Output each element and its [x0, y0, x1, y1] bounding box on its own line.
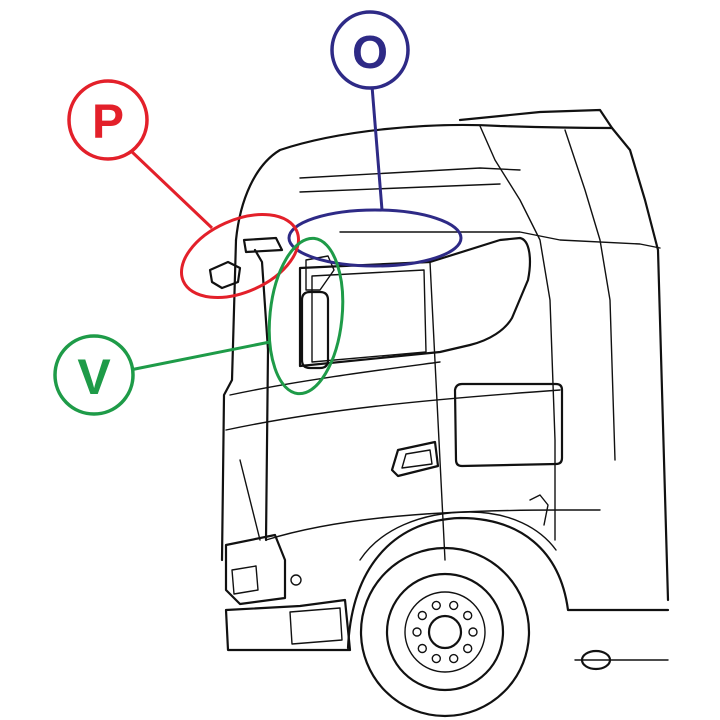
chassis-lamp — [580, 649, 612, 671]
wheel-rim — [385, 572, 505, 692]
front-a-pillar — [220, 238, 238, 562]
headlight — [224, 533, 287, 606]
lug-nut — [449, 653, 459, 664]
lug-nut — [431, 600, 441, 611]
front-bumper — [224, 598, 352, 652]
front-crease-2 — [225, 389, 561, 431]
callout-p-letter: P — [92, 96, 124, 149]
door-rear-edge — [429, 261, 446, 561]
callout-v-letter: V — [77, 349, 111, 405]
roof-detail-2 — [299, 183, 501, 193]
wheel-arch — [346, 516, 670, 650]
callout-v-badge — [53, 334, 135, 416]
wheel-rim-inner — [404, 591, 486, 673]
lug-nut — [412, 627, 422, 637]
lug-nut — [417, 610, 427, 621]
callout-o-badge — [330, 10, 410, 90]
mirror-arm — [242, 236, 284, 254]
callout-v: V — [53, 236, 345, 416]
side-step — [529, 494, 549, 526]
lug-nut — [463, 643, 473, 654]
callout-v-leader-line — [129, 340, 271, 372]
lug-nut — [417, 643, 427, 654]
door-window-inner — [311, 269, 427, 363]
cab-side-crease — [564, 129, 616, 461]
lug-nut — [463, 610, 473, 621]
door-window — [298, 236, 531, 368]
roof-outline — [234, 123, 670, 602]
callout-o-leader-line — [370, 85, 384, 211]
a-pillar-inner — [253, 248, 270, 542]
fog-light — [290, 574, 302, 586]
lower-body-line — [265, 509, 601, 541]
front-grille-edge — [239, 459, 261, 541]
front-tire — [359, 546, 531, 718]
main-mirror — [300, 290, 330, 370]
callout-p: P — [67, 79, 301, 299]
callout-o-highlight-ellipse — [287, 208, 463, 268]
callout-p-badge — [67, 79, 149, 161]
lug-nut — [449, 600, 459, 611]
arch-trim — [359, 511, 557, 561]
bumper-panel — [289, 607, 343, 645]
headlight-lens — [231, 565, 259, 595]
roof-detail-1 — [299, 167, 521, 179]
side-panel — [453, 382, 564, 468]
door-handle — [390, 440, 440, 478]
wheel-lugs — [412, 600, 478, 664]
main-mirror-top — [305, 255, 335, 291]
wheel-hub — [427, 614, 463, 650]
callout-o-letter: O — [352, 26, 388, 78]
callout-p-highlight-ellipse — [179, 213, 301, 299]
wide-angle-mirror — [208, 260, 242, 290]
cab-pillar-rear — [479, 125, 556, 541]
lug-nut — [468, 627, 478, 637]
front-crease — [229, 361, 441, 396]
callout-o: O — [287, 10, 463, 268]
callout-v-highlight-ellipse — [267, 236, 345, 396]
door-handle-inner — [401, 449, 433, 469]
callout-p-leader-line — [128, 148, 214, 230]
roof-top — [458, 108, 614, 130]
truck-cab-drawing — [208, 108, 670, 718]
lug-nut — [431, 653, 441, 664]
